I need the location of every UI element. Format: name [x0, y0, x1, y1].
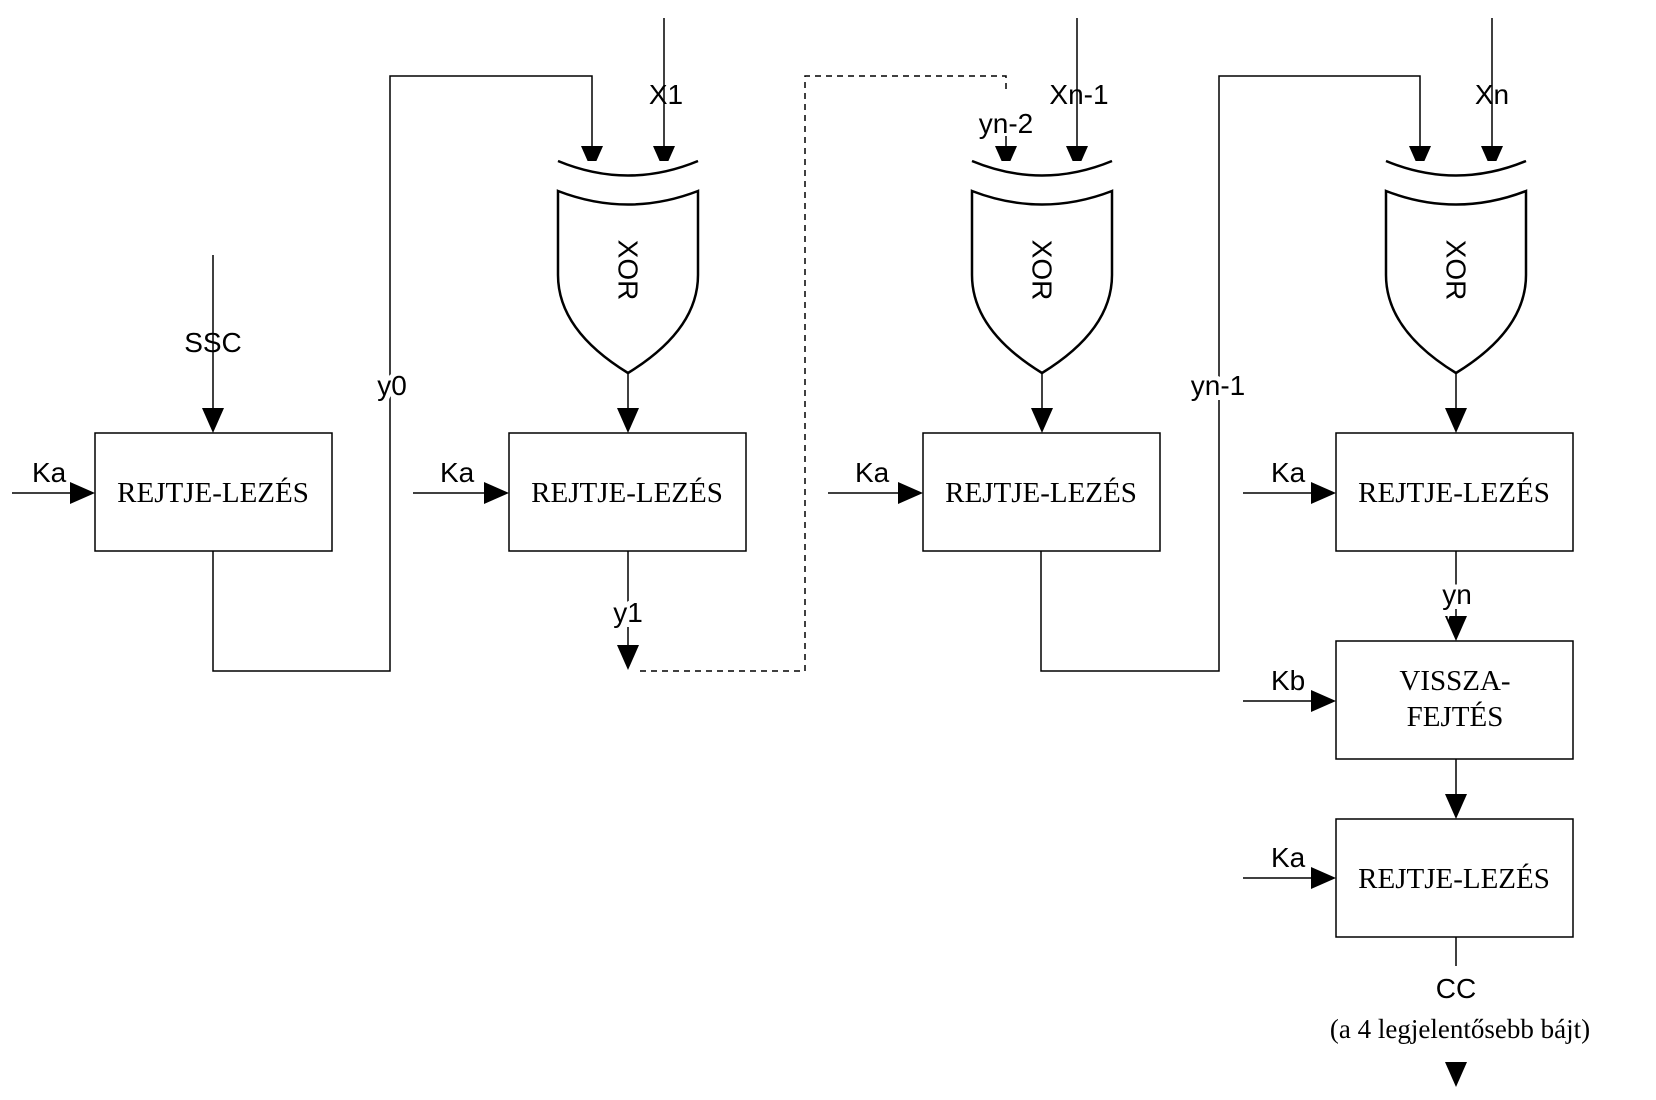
- arrow-right: [70, 482, 95, 504]
- encrypt-block: [922, 432, 1161, 552]
- cc-label: CC: [1436, 973, 1476, 1004]
- yn-1-label: yn-1: [1191, 370, 1245, 401]
- decrypt-block: [1335, 640, 1574, 760]
- arrow-down: [202, 408, 224, 433]
- arrow-down: [1409, 146, 1431, 171]
- arrow-right: [1311, 482, 1336, 504]
- arrow-right: [1311, 690, 1336, 712]
- arrow-down: [581, 146, 603, 171]
- encrypt-block: [508, 432, 747, 552]
- cc-note: (a 4 legjelentősebb bájt): [1330, 1014, 1590, 1044]
- stage-0: SSC Ka REJTJE-LEZÉS y0: [12, 75, 593, 672]
- decrypt-block-label-2: FEJTÉS: [1407, 700, 1504, 733]
- arrow-right: [1311, 867, 1336, 889]
- x1-label: X1: [649, 79, 683, 110]
- decrypt-block-label-1: VISSZA-: [1399, 665, 1510, 697]
- ka-label: Ka: [32, 457, 67, 488]
- encrypt-block-label: REJTJE-LEZÉS: [945, 476, 1137, 509]
- ssc-label: SSC: [184, 327, 242, 358]
- xor-gate: XOR: [556, 159, 700, 375]
- encrypt-block-label: REJTJE-LEZÉS: [1358, 476, 1550, 509]
- xor-gate: XOR: [970, 159, 1114, 375]
- arrow-right: [484, 482, 509, 504]
- arrow-down: [617, 645, 639, 670]
- encrypt-block-label: REJTJE-LEZÉS: [531, 476, 723, 509]
- arrow-down: [995, 146, 1017, 171]
- arrow-down: [1066, 146, 1088, 171]
- ka-label: Ka: [855, 457, 890, 488]
- yn-label: yn: [1442, 579, 1472, 610]
- arrow-down: [653, 146, 675, 171]
- ka-label: Ka: [440, 457, 475, 488]
- xn-1-label: Xn-1: [1049, 79, 1108, 110]
- arrow-down: [1481, 146, 1503, 171]
- xor-label: XOR: [1441, 240, 1472, 301]
- ka-label: Ka: [1271, 842, 1306, 873]
- ka-label: Ka: [1271, 457, 1306, 488]
- y1-label: y1: [613, 597, 643, 628]
- xor-gate: XOR: [1384, 159, 1528, 375]
- encrypt-block-label: REJTJE-LEZÉS: [1358, 862, 1550, 895]
- kb-label: Kb: [1271, 665, 1305, 696]
- arrow-right: [898, 482, 923, 504]
- arrow-down: [1445, 1062, 1467, 1087]
- stage-n-minus-1: yn-2 Xn-1 XOR Ka REJTJE-LEZÉS yn-1: [828, 18, 1421, 672]
- stage-n: Xn XOR Ka REJTJE-LEZÉS yn Kb VISSZA- FEJ…: [1243, 18, 1590, 1087]
- arrow-down: [1031, 408, 1053, 433]
- y0-label: y0: [377, 370, 407, 401]
- yn-2-label: yn-2: [979, 108, 1033, 139]
- encrypt-block: [1335, 818, 1574, 938]
- xor-label: XOR: [613, 240, 644, 301]
- xn-label: Xn: [1475, 79, 1509, 110]
- arrow-down: [1445, 794, 1467, 819]
- encrypt-block-label: REJTJE-LEZÉS: [117, 476, 309, 509]
- encrypt-block: [1335, 432, 1574, 552]
- arrow-down: [1445, 616, 1467, 641]
- arrow-down: [617, 408, 639, 433]
- encrypt-block: [94, 432, 333, 552]
- arrow-down: [1445, 408, 1467, 433]
- xor-label: XOR: [1027, 240, 1058, 301]
- stage-1: X1 XOR Ka REJTJE-LEZÉS y1: [413, 18, 1007, 672]
